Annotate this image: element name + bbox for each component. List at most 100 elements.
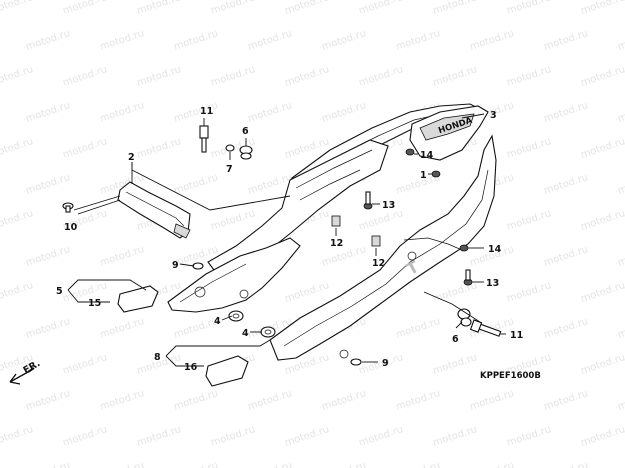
watermark-text: motod.ru [580,208,625,233]
watermark-text: motod.ru [395,28,442,53]
watermark-text: motod.ru [321,388,368,413]
watermark-text: motod.ru [173,460,220,468]
callout-10: 10 [64,222,78,233]
callout-3: 3 [490,110,497,121]
watermark-text: motod.ru [506,424,553,449]
screw-10 [62,202,74,213]
watermark-text: motod.ru [580,424,625,449]
callout-9-left: 9 [172,260,179,271]
watermark-text: motod.ru [173,172,220,197]
watermark-text: motod.ru [321,28,368,53]
watermark-text: motod.ru [62,280,109,305]
watermark-text: motod.ru [432,352,479,377]
watermark-text: motod.ru [247,28,294,53]
bolt-11-right [469,319,502,337]
watermark-text: motod.ru [469,460,516,468]
watermark-text: motod.ru [25,28,72,53]
watermark-text: motod.ru [506,208,553,233]
watermark-text: motod.ru [617,28,625,53]
callout-12-upper: 12 [330,238,343,249]
watermark-text: motod.ru [543,460,590,468]
watermark-text: motod.ru [543,172,590,197]
watermark-text: motod.ru [284,280,331,305]
watermark-text: motod.ru [99,100,146,125]
watermark-text: motod.ru [62,0,109,17]
callout-14-upper: 14 [420,150,434,161]
clip-13-lower [463,269,473,286]
left-emblem [117,285,159,313]
callout-11-top: 11 [200,106,213,117]
diagram-code: KPPEF1600B [480,371,541,381]
watermark-text: motod.ru [358,64,405,89]
watermark-text: motod.ru [543,244,590,269]
watermark-text: motod.ru [395,316,442,341]
watermark-text: motod.ru [506,280,553,305]
watermark-text: motod.ru [25,316,72,341]
watermark-text: motod.ru [432,64,479,89]
watermark-text: motod.ru [62,64,109,89]
callout-4-left: 4 [214,316,221,327]
watermark-text: motod.ru [617,316,625,341]
watermark-text: motod.ru [25,460,72,468]
watermark-text: motod.ru [617,244,625,269]
watermark-text: motod.ru [136,64,183,89]
bolt-11-top [199,125,209,153]
watermark-text: motod.ru [543,28,590,53]
grommet-4-left [228,310,244,322]
left-side-cover [167,237,301,313]
watermark-text: motod.ru [617,100,625,125]
rear-cowl-center: HONDA [409,105,489,161]
callout-7: 7 [226,164,233,175]
watermark-text: motod.ru [0,136,35,161]
watermark-text: motod.ru [25,388,72,413]
callout-15: 15 [88,298,101,309]
watermark-text: motod.ru [284,64,331,89]
callout-6-top: 6 [242,126,249,137]
right-side-cover: T [269,134,497,361]
callout-14-lower: 14 [488,244,502,255]
clip-14-upper [405,148,415,156]
watermark-text: motod.ru [62,136,109,161]
watermark-text: motod.ru [173,28,220,53]
watermark-text: motod.ru [543,100,590,125]
watermark-text: motod.ru [62,352,109,377]
callout-6-right: 6 [452,334,459,345]
callout-1: 1 [420,170,427,181]
leader-lines [67,113,506,367]
watermark-text: motod.ru [395,388,442,413]
trim-strip [117,181,191,239]
watermark-text: motod.ru [62,424,109,449]
watermark-text: motod.ru [580,64,625,89]
watermark-text: motod.ru [321,244,368,269]
watermark-text: motod.ru [284,0,331,17]
watermark-text: motod.ru [617,388,625,413]
watermark-text: motod.ru [358,208,405,233]
watermark-text: motod.ru [25,244,72,269]
watermark-text: motod.ru [617,172,625,197]
watermark-text: motod.ru [136,424,183,449]
watermark-text: motod.ru [247,388,294,413]
watermark-text: motod.ru [395,460,442,468]
watermark-text: motod.ru [210,0,257,17]
watermark-text: motod.ru [432,0,479,17]
watermark-text: motod.ru [99,244,146,269]
clip-13-upper [363,191,373,210]
collar-7 [225,144,235,152]
grommet-6-top [239,145,253,160]
watermark-text: motod.ru [284,424,331,449]
callout-8: 8 [154,352,161,363]
watermark-text: motod.ru [506,0,553,17]
callout-13-lower: 13 [486,278,499,289]
watermark-text: motod.ru [617,460,625,468]
callout-16: 16 [184,362,198,373]
watermark-text: motod.ru [210,208,257,233]
watermark-text: motod.ru [210,424,257,449]
watermark-text: motod.ru [25,100,72,125]
nut-12-lower [371,235,381,247]
watermark-text: motod.ru [580,136,625,161]
callout-5: 5 [56,286,63,297]
watermark-text: motod.ru [580,0,625,17]
screw-9-left [192,262,204,270]
